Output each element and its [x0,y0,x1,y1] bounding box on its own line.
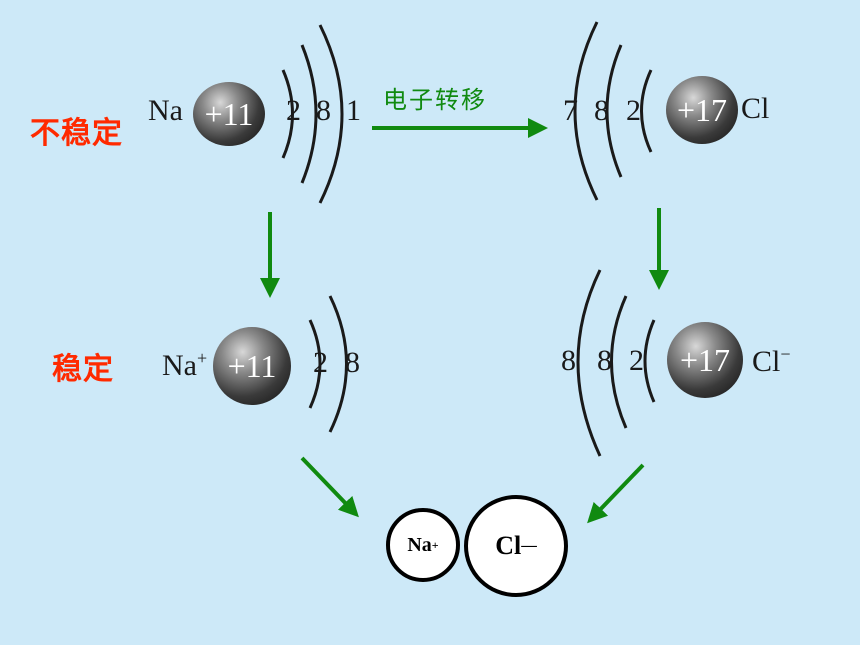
na-ion-nucleus: +11 [213,327,291,405]
compound-cation-charge: + [431,537,439,552]
cl-atom-nucleus-charge: +17 [676,91,728,128]
na-ion-symbol: Na+ [162,348,207,383]
na-ion-shell-1: 2 [313,346,328,379]
cl-ion-symbol: Cl− [752,344,791,379]
na-atom-shell-2: 8 [316,94,331,127]
cl-atom-nucleus: +17 [666,76,738,144]
cl-atom-arc-1 [640,69,653,153]
na-atom-symbol: Na [148,94,183,127]
cl-ion-nucleus: +17 [667,322,743,398]
na-atom-nucleus-charge: +11 [204,95,254,132]
cl-ion-element: Cl [752,345,781,378]
compound-anion-symbol: Cl [495,531,522,560]
label-unstable: 不稳定 [30,116,123,151]
na-ion-charge: + [196,348,208,368]
cl-ion-arc-2 [610,295,628,429]
label-electron-transfer: 电子转移 [383,86,487,114]
na-ion-element: Na [162,349,197,382]
cl-ion-arc-1 [643,319,656,403]
cl-atom-shell-1: 7 [563,94,578,127]
cl-atom-shell-2: 8 [594,94,609,127]
na-atom-shell-1: 2 [286,94,301,127]
cl-ion-shell-2: 8 [597,344,612,377]
arrow-cl-to-compound [587,463,645,524]
na-atom-arc-2 [300,44,318,184]
cl-ion-shell-1: 8 [561,344,576,377]
cl-atom-symbol: Cl [741,92,770,125]
compound-anion-circle: Cl— [464,495,568,597]
cl-atom-arc-2 [605,44,623,178]
na-ion-nucleus-charge: +11 [227,347,277,384]
na-atom-nucleus: +11 [193,82,265,146]
cl-atom-shell-3: 2 [626,94,641,127]
na-atom-shell-3: 1 [346,94,361,127]
cl-ion-shell-3: 2 [629,344,644,377]
compound-cation-circle: Na+ [386,508,460,582]
label-stable: 稳定 [52,352,114,387]
compound-anion-charge: — [521,537,537,554]
cl-ion-nucleus-charge: +17 [679,341,731,378]
na-ion-shell-2: 8 [345,346,360,379]
cl-ion-charge: − [780,344,791,364]
arrow-na-to-compound [300,456,359,518]
compound-cation-symbol: Na [407,533,432,556]
